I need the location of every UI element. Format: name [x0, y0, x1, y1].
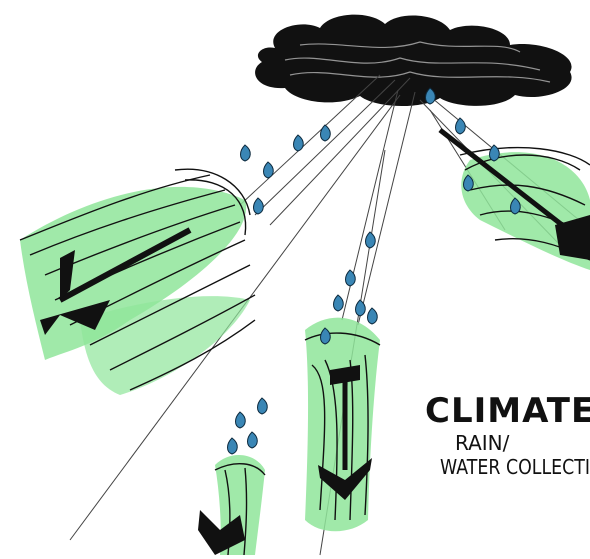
caption: CLIMATE: RAIN/ WATER COLLECTI: [425, 391, 590, 479]
rain-drops: [227, 87, 521, 455]
caption-line2: WATER COLLECTI: [440, 455, 590, 479]
funnel-left: [19, 168, 256, 395]
caption-title: CLIMATE:: [425, 391, 590, 431]
cloud: [255, 14, 572, 107]
funnel-right: [438, 128, 590, 270]
caption-line1: RAIN/: [455, 431, 510, 455]
funnel-center: [304, 317, 381, 532]
funnel-small: [198, 454, 266, 556]
